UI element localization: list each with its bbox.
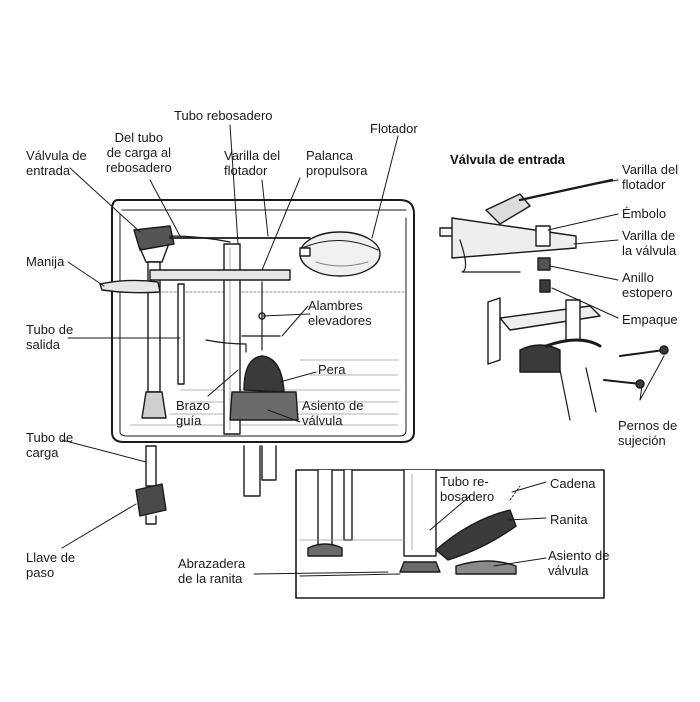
label-embolo: Émbolo: [622, 206, 667, 221]
label-pernos-sujecion: Pernos de sujeción: [618, 418, 678, 448]
guide-arm: [205, 339, 247, 353]
label-varilla-flotador: Varilla del flotador: [224, 148, 281, 178]
valve-detail-drawing: [439, 178, 669, 421]
label-pera: Pera: [318, 362, 346, 377]
label-tubo-rebosadero: Tubo rebosadero: [174, 108, 273, 123]
supply-pipe: [135, 445, 167, 525]
label-del-tubo-carga: Del tubo de carga al rebosadero: [106, 130, 172, 175]
flush-pipe: [243, 445, 277, 497]
trip-lever: [99, 269, 291, 294]
refill-tube: [169, 235, 231, 243]
valve-leaders: [547, 179, 665, 401]
label-flotador: Flotador: [370, 121, 418, 136]
label-palanca-propulsora: Palanca propulsora: [306, 148, 368, 178]
valve-detail-title: Válvula de entrada: [450, 152, 565, 167]
label-inset-tubo-rebosadero: Tubo re- bosadero: [440, 474, 495, 504]
float-ball: [299, 231, 381, 277]
label-tubo-salida: Tubo de salida: [26, 322, 74, 352]
label-brazo-guia: Brazo guía: [176, 398, 210, 428]
label-llave-paso: Llave de paso: [26, 550, 76, 580]
label-alambres-elevadores: Alambres elevadores: [308, 298, 372, 328]
label-varilla-valvula: Varilla de la válvula: [622, 228, 677, 258]
label-inset-varilla-flotador: Varilla del flotador: [622, 162, 679, 192]
flapper-leaders: [253, 481, 547, 575]
outlet-tube: [177, 283, 185, 385]
label-empaque: Empaque: [622, 312, 678, 327]
label-manija: Manija: [26, 254, 65, 269]
label-anillo-estopero: Anillo estopero: [622, 270, 673, 300]
flapper-detail-drawing: [295, 469, 605, 599]
flush-ball: [229, 355, 299, 421]
label-tubo-carga: Tubo de carga: [26, 430, 74, 460]
label-cadena: Cadena: [550, 476, 596, 491]
fill-valve: [133, 225, 175, 419]
label-asiento-valvula: Asiento de válvula: [302, 398, 364, 428]
main-leaders: [61, 124, 399, 549]
label-valvula-entrada: Válvula de entrada: [26, 148, 87, 178]
label-inset-asiento-valvula: Asiento de válvula: [548, 548, 610, 578]
label-ranita: Ranita: [550, 512, 588, 527]
label-abrazadera-ranita: Abrazadera de la ranita: [178, 556, 246, 586]
